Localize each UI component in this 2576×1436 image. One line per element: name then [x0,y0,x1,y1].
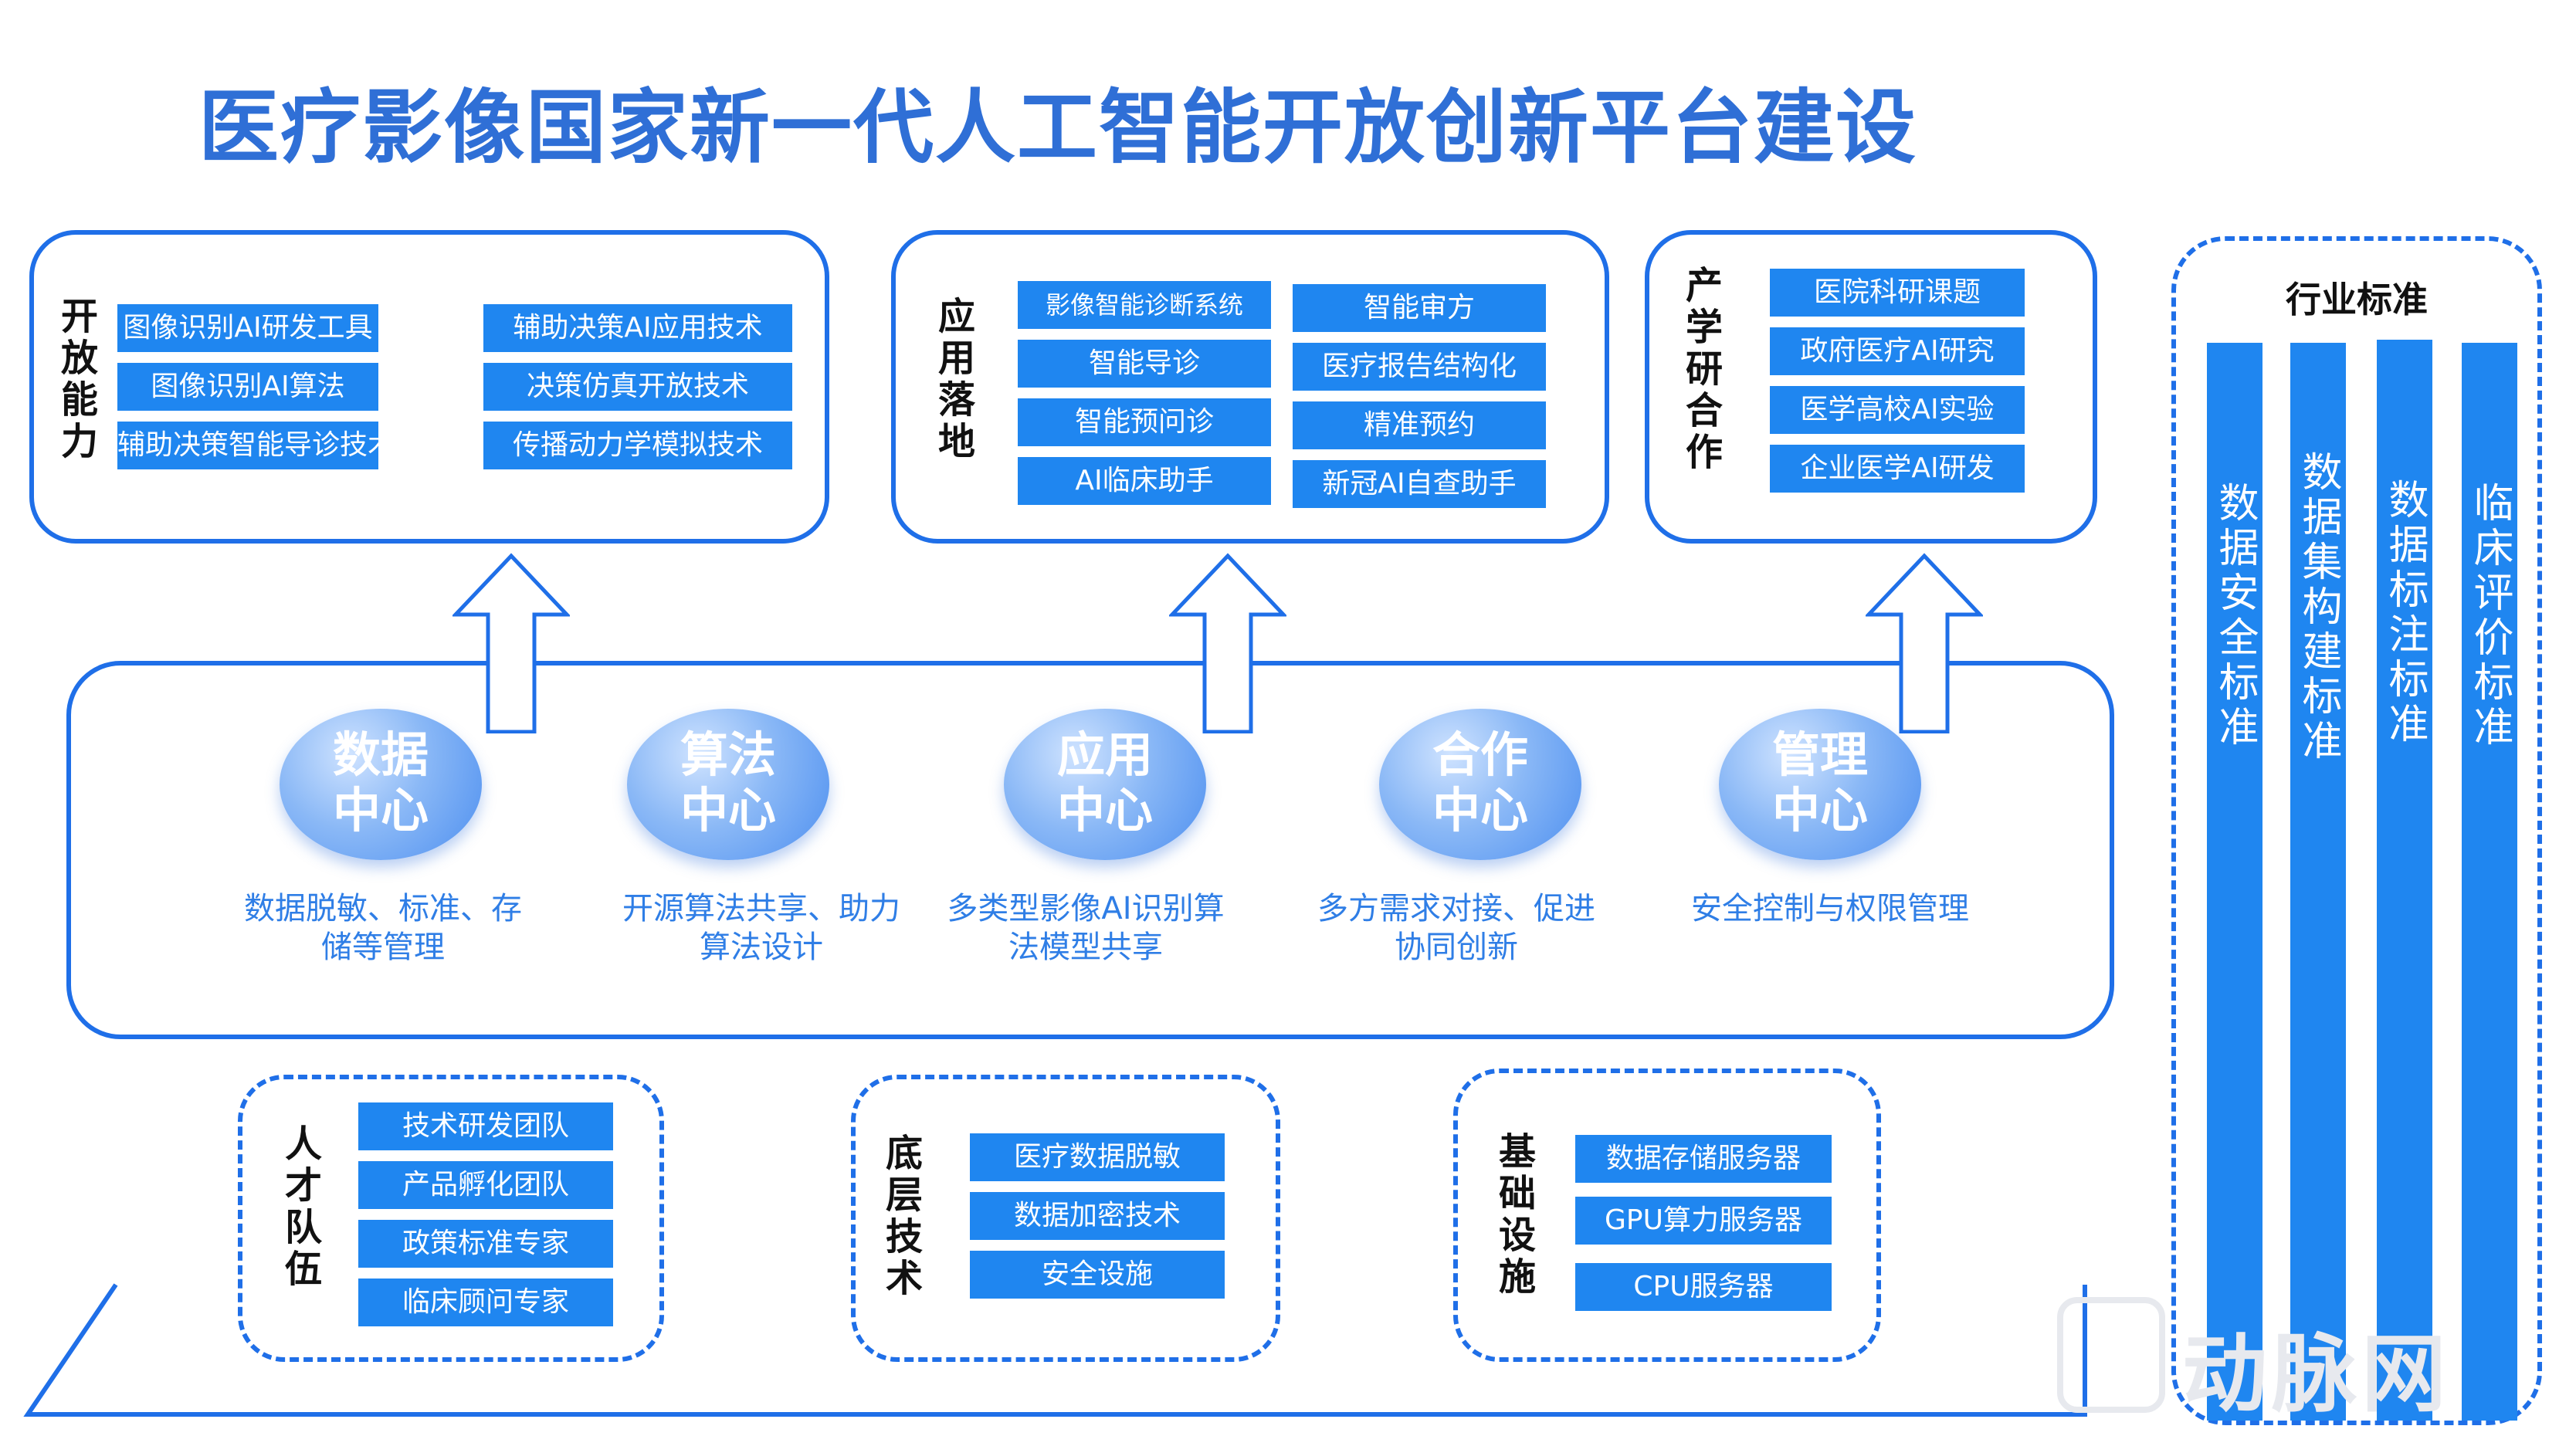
application-label: 应用落地 [931,296,974,463]
infrastructure-label: 基础设施 [1492,1132,1535,1299]
up-arrow-icon [452,553,570,733]
management-center-circle: 管理 中心 [1719,709,1921,860]
infrastructure-item: CPU服务器 [1575,1263,1832,1311]
center-description: 安全控制与权限管理 [1691,891,1969,926]
center-description: 数据脱敏、标准、存 储等管理 [244,891,522,965]
industry-cooperation-panel: 产学研合作 医院科研课题 政府医疗AI研究 医学高校AI实验 企业医学AI研发 [1645,230,2097,544]
industry-cooperation-label: 产学研合作 [1679,266,1722,474]
standards-panel: 行业标准 数据安全标准 数据集构建标准 数据标注标准 临床评价标准 [2171,236,2542,1425]
base-tech-panel: 底层技术 医疗数据脱敏 数据加密技术 安全设施 [851,1075,1280,1362]
standard-bar-label: 临床评价标准 [2466,482,2513,750]
open-capability-item: 辅助决策智能导诊技术 [117,422,395,469]
open-capability-label: 开放能力 [54,296,97,463]
talent-label: 人才队伍 [278,1124,321,1291]
up-arrow-icon [1169,553,1286,733]
application-item: 精准预约 [1293,401,1546,449]
infrastructure-panel: 基础设施 数据存储服务器 GPU算力服务器 CPU服务器 [1453,1069,1881,1362]
cooperation-item: 政府医疗AI研究 [1770,327,2025,375]
talent-panel: 人才队伍 技术研发团队 产品孵化团队 政策标准专家 临床顾问专家 [238,1075,664,1362]
watermark-text: 动脉网 [2182,1325,2451,1424]
center-description: 多类型影像AI识别算 法模型共享 [947,891,1225,965]
base-tech-item: 安全设施 [970,1251,1225,1299]
standard-bar: 数据标注标准 [2377,340,2432,1421]
base-tech-item: 数据加密技术 [970,1192,1225,1240]
center-name: 中心 [1056,782,1153,838]
application-panel: 应用落地 影像智能诊断系统 智能导诊 智能预问诊 AI临床助手 智能审方 医疗报… [891,230,1609,544]
center-name: 中心 [1432,782,1528,838]
standard-bar: 数据安全标准 [2207,343,2262,1421]
page-title: 医疗影像国家新一代人工智能开放创新平台建设 [198,80,1917,174]
talent-item: 政策标准专家 [358,1220,613,1268]
cooperation-item: 医院科研课题 [1770,269,2025,317]
data-center-circle: 数据 中心 [280,709,482,860]
application-item: AI临床助手 [1018,457,1271,505]
talent-item: 临床顾问专家 [358,1279,613,1326]
open-capability-panel: 开放能力 图像识别AI研发工具 图像识别AI算法 辅助决策智能导诊技术 辅助决策… [29,230,829,544]
center-name: 算法 [680,726,776,783]
center-name: 中心 [332,782,429,838]
center-description: 多方需求对接、促进 协同创新 [1317,891,1595,965]
cooperation-center-circle: 合作 中心 [1379,709,1581,860]
watermark-logo-icon [2057,1297,2165,1413]
center-description: 开源算法共享、助力 算法设计 [622,891,900,965]
standards-title: 行业标准 [2286,279,2428,320]
algorithm-center-circle: 算法 中心 [627,709,829,860]
application-item: 影像智能诊断系统 [1018,281,1271,329]
center-name: 中心 [680,782,776,838]
base-tech-item: 医疗数据脱敏 [970,1133,1225,1181]
infrastructure-item: GPU算力服务器 [1575,1197,1832,1245]
standard-bar: 数据集构建标准 [2290,343,2346,1421]
center-name: 管理 [1771,726,1868,783]
center-name: 中心 [1771,782,1868,838]
standard-bar-label: 数据集构建标准 [2295,451,2341,764]
standard-bar: 临床评价标准 [2462,343,2517,1421]
application-item: 智能审方 [1293,284,1546,332]
up-arrow-icon [1866,553,1983,733]
standard-bar-label: 数据安全标准 [2212,482,2258,750]
open-capability-item: 图像识别AI算法 [117,363,378,411]
application-item: 新冠AI自查助手 [1293,460,1546,508]
application-item: 智能预问诊 [1018,398,1271,446]
talent-item: 产品孵化团队 [358,1161,613,1209]
center-name: 数据 [332,726,429,783]
cooperation-item: 医学高校AI实验 [1770,386,2025,434]
base-tech-label: 底层技术 [879,1133,922,1300]
talent-item: 技术研发团队 [358,1102,613,1150]
infrastructure-item: 数据存储服务器 [1575,1135,1832,1183]
application-item: 医疗报告结构化 [1293,343,1546,391]
standard-bar-label: 数据标注标准 [2381,479,2428,747]
center-name: 应用 [1056,726,1153,783]
application-center-circle: 应用 中心 [1004,709,1206,860]
open-capability-item: 决策仿真开放技术 [483,363,792,411]
open-capability-item: 传播动力学模拟技术 [483,422,792,469]
application-item: 智能导诊 [1018,340,1271,388]
center-name: 合作 [1432,726,1528,783]
open-capability-item: 辅助决策AI应用技术 [483,304,792,352]
cooperation-item: 企业医学AI研发 [1770,445,2025,493]
open-capability-item: 图像识别AI研发工具 [117,304,378,352]
base-platform [23,1283,2087,1417]
